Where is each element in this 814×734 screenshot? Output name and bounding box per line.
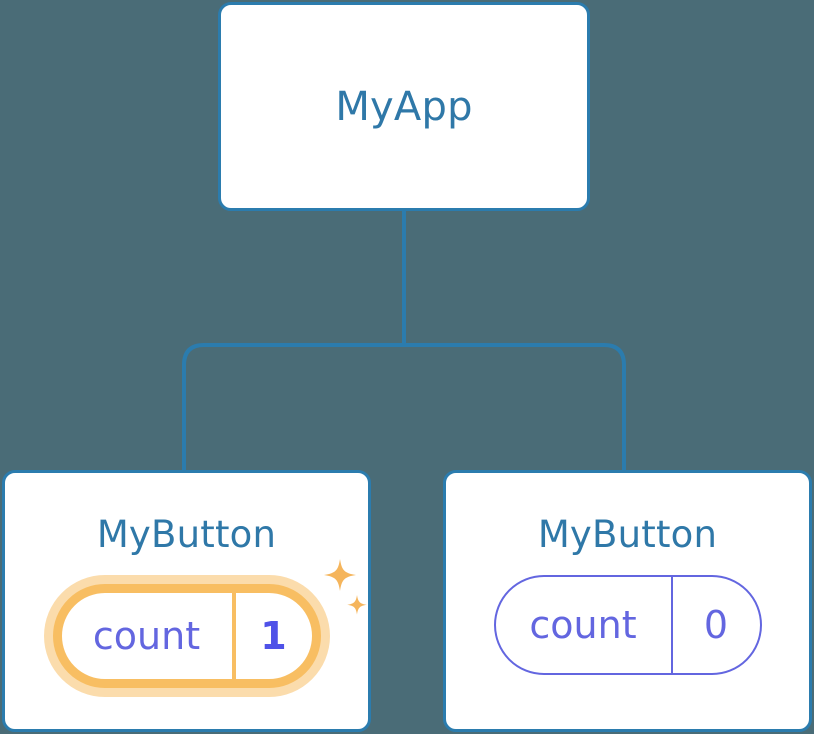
state-pill-container: count 0 (493, 575, 762, 675)
state-value: 0 (670, 577, 760, 673)
state-pill-glow: count 1 (43, 575, 330, 697)
state-label: count (92, 614, 201, 658)
state-pill[interactable]: count 0 (493, 575, 762, 675)
component-title: MyButton (96, 513, 277, 556)
state-pill-highlighted[interactable]: count 1 (52, 584, 321, 688)
component-node-mybutton-right[interactable]: MyButton count 0 (443, 470, 812, 732)
component-title: MyButton (537, 513, 718, 556)
sparkle-small-icon (346, 595, 367, 615)
component-title: MyApp (335, 83, 473, 130)
state-label: count (529, 603, 637, 647)
component-node-myapp[interactable]: MyApp (218, 2, 590, 211)
component-node-mybutton-left[interactable]: MyButton count 1 (2, 470, 371, 732)
sparkle-large-icon (323, 559, 356, 591)
state-value: 1 (231, 593, 312, 679)
state-pill-container: count 1 (43, 559, 367, 697)
edge-root-to-right-child (404, 343, 626, 472)
edge-root-to-left-child (182, 343, 404, 472)
